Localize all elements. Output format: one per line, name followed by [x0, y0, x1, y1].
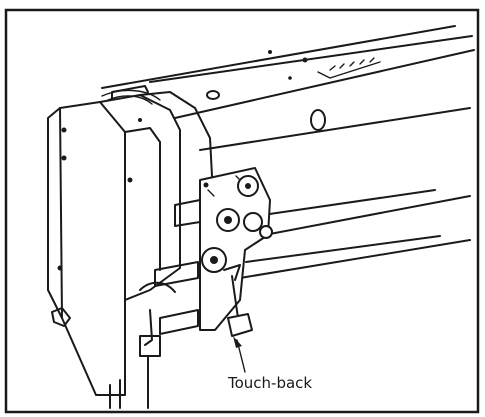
figure-frame [4, 8, 480, 414]
machine-arm [101, 25, 475, 279]
needle-bar-area [109, 199, 201, 409]
callout-label: Touch-back [227, 374, 312, 392]
machine-head [47, 85, 213, 396]
touch-back-lever [227, 275, 253, 337]
reverse-lever-mechanism [199, 167, 273, 331]
callout-arrow [233, 336, 246, 373]
